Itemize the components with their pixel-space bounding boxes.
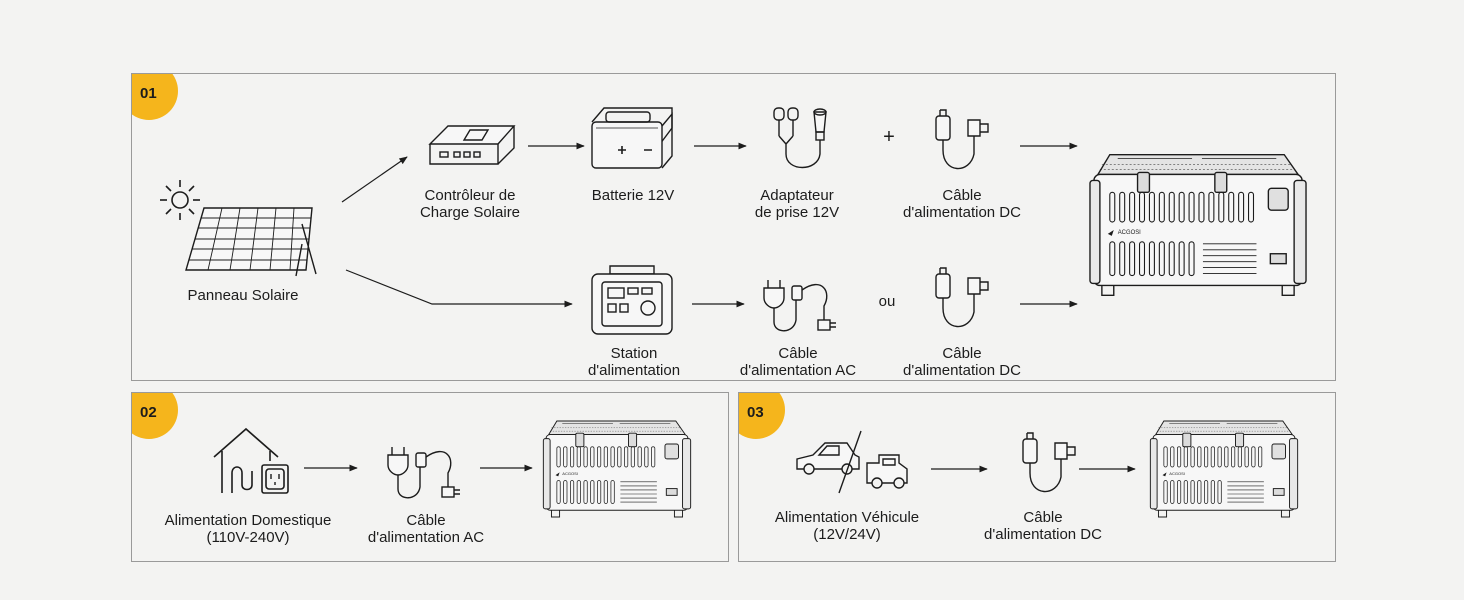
portable-fridge-image: ACGOSI: [1149, 420, 1299, 518]
battery-icon: [591, 107, 673, 169]
socket-adapter-icon: [773, 107, 827, 169]
vehicle-icon: [796, 430, 908, 494]
sun-icon: [160, 180, 200, 220]
step-number: 02: [140, 404, 157, 421]
battery-label: Batterie 12V: [591, 187, 675, 204]
panel-solar-options: 01 Panneau Solaire: [131, 73, 1336, 381]
step-badge: 01: [132, 74, 178, 120]
ac-cable-icon: [387, 447, 460, 499]
panel-vehicle-power: 03 Alimentation Véhicule(12V/24V): [738, 392, 1336, 562]
plus-symbol: +: [883, 126, 895, 148]
home-power-label: Alimentation Domestique(110V-240V): [164, 512, 332, 546]
svg-text:ACGOSI: ACGOSI: [562, 471, 578, 476]
vehicle-power-label: Alimentation Véhicule(12V/24V): [774, 509, 920, 543]
step-number: 03: [747, 404, 764, 421]
step-number: 01: [140, 85, 157, 102]
portable-fridge-image: ACGOSI: [542, 420, 692, 518]
house-outlet-icon: [213, 427, 289, 494]
flow-arrows: [931, 465, 1136, 473]
flow-arrows: [341, 142, 1078, 308]
charge-controller-icon: [428, 125, 516, 165]
solar-panel-label: Panneau Solaire: [187, 287, 299, 304]
panel-home-power: 02 Alimentation Domestique(110V-240V): [131, 392, 729, 562]
ac-cable-icon: [763, 280, 836, 332]
step-badge: 03: [739, 393, 785, 439]
power-station-icon: [591, 265, 673, 335]
dc-cable-icon: [935, 109, 989, 170]
portable-fridge-image: ACGOSI: [1089, 153, 1307, 297]
dc-cable-icon: [1022, 432, 1076, 493]
dc-cable-icon: [935, 267, 989, 328]
or-word: ou: [878, 293, 896, 310]
solar-panel-icon: [185, 207, 317, 277]
svg-text:ACGOSI: ACGOSI: [1169, 471, 1185, 476]
flow-arrows: [304, 464, 533, 472]
svg-text:ACGOSI: ACGOSI: [1118, 230, 1141, 236]
